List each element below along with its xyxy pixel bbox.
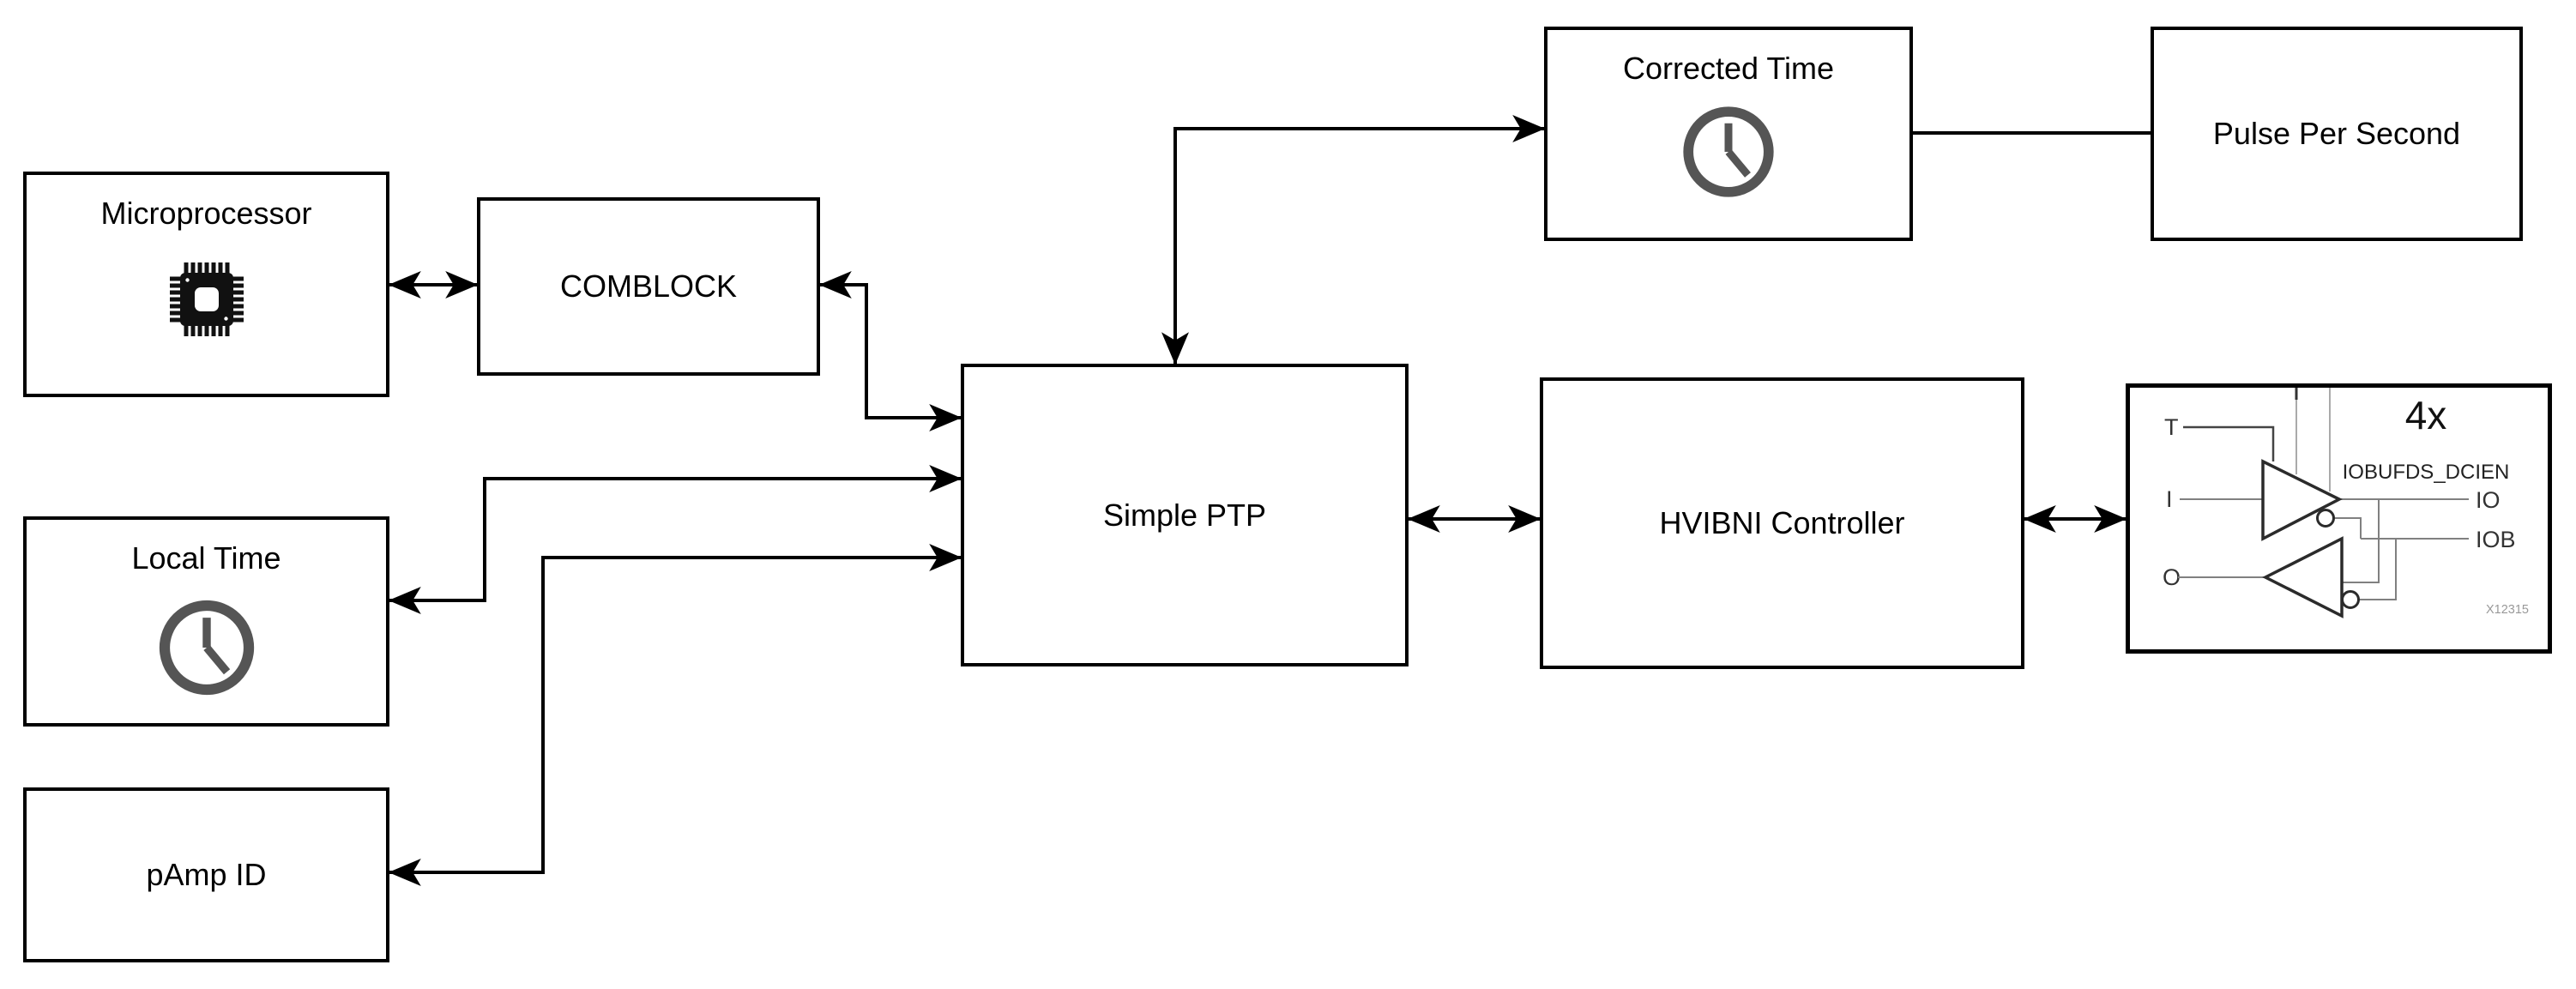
block-label: HVIBNI Controller bbox=[1659, 505, 1905, 541]
inverter-bubble bbox=[2341, 590, 2360, 609]
clock-icon bbox=[150, 591, 263, 709]
pin-i-label: I bbox=[2166, 486, 2173, 512]
block-iobufds: T I O IO IOB 4x IOBUFDS_DCIEN bbox=[2126, 383, 2552, 654]
component-label: IOBUFDS_DCIEN bbox=[2343, 461, 2510, 484]
connector-localtime-simpleptp bbox=[388, 465, 962, 614]
chip-icon bbox=[164, 256, 250, 347]
pin-o-label: O bbox=[2163, 564, 2181, 590]
block-pamp-id: pAmp ID bbox=[23, 787, 389, 962]
block-label: Corrected Time bbox=[1622, 51, 1835, 86]
clock-icon bbox=[1674, 98, 1783, 210]
connector-simpleptp-correctedtime bbox=[1161, 115, 1546, 365]
block-simple-ptp: Simple PTP bbox=[961, 364, 1409, 666]
block-local-time: Local Time bbox=[23, 516, 389, 727]
iobufds-figure: T I O IO IOB 4x IOBUFDS_DCIEN bbox=[2163, 388, 2529, 618]
block-label: Microprocessor bbox=[100, 196, 312, 231]
pin-iob-label: IOB bbox=[2476, 527, 2516, 552]
block-label: Pulse Per Second bbox=[2212, 116, 2461, 152]
input-buffer-triangle bbox=[2262, 536, 2344, 618]
figure-id: X12315 bbox=[2486, 603, 2529, 617]
inverter-bubble bbox=[2316, 509, 2335, 528]
block-label: COMBLOCK bbox=[559, 268, 738, 305]
block-hvibni-controller: HVIBNI Controller bbox=[1540, 377, 2024, 669]
block-pulse-per-second: Pulse Per Second bbox=[2151, 27, 2523, 241]
block-comblock: COMBLOCK bbox=[477, 197, 820, 376]
block-label: Simple PTP bbox=[1102, 497, 1267, 533]
connector-comblock-simpleptp bbox=[818, 271, 962, 431]
block-label: pAmp ID bbox=[146, 857, 267, 893]
connector-pampid-simpleptp bbox=[388, 544, 962, 886]
block-label: Local Time bbox=[131, 540, 281, 576]
multiplier-label: 4x bbox=[2405, 393, 2447, 437]
pin-io-label: IO bbox=[2476, 487, 2501, 513]
block-microprocessor: Microprocessor bbox=[23, 172, 389, 397]
output-buffer-triangle bbox=[2261, 459, 2343, 541]
block-corrected-time: Corrected Time bbox=[1544, 27, 1913, 241]
pin-t-label: T bbox=[2164, 414, 2179, 440]
